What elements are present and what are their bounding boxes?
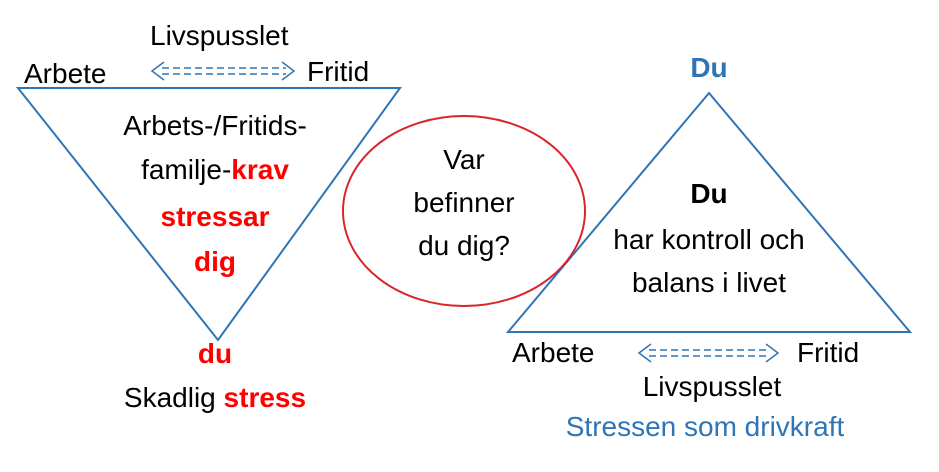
double-arrow-icon	[150, 61, 296, 81]
left-caption-prefix: Skadlig	[123, 382, 224, 413]
center-ellipse	[342, 115, 586, 307]
left-demands-line2-emph: krav	[231, 154, 289, 185]
left-apex-label: du	[197, 338, 233, 369]
left-demands-line2: familje-krav	[60, 156, 370, 184]
right-inner-title: Du	[690, 178, 728, 209]
center-question-line3: du dig?	[418, 230, 510, 261]
left-demands-line1: Arbets-/Fritids-	[123, 110, 307, 141]
right-leisure-label: Fritid	[797, 337, 860, 368]
upright-triangle	[505, 91, 913, 333]
left-demands-line4: dig	[194, 246, 236, 277]
right-inner-line2: balans i livet	[631, 267, 787, 298]
left-top-label: Livspusslet	[150, 20, 289, 51]
left-caption-emph: stress	[223, 382, 307, 413]
inverted-triangle	[15, 87, 402, 342]
right-work-label: Arbete	[512, 337, 595, 368]
right-apex-label: Du	[690, 52, 728, 83]
left-leisure-label: Fritid	[307, 56, 370, 87]
center-question-line1: Var	[443, 144, 485, 175]
double-arrow-icon	[637, 343, 780, 363]
right-caption: Stressen som drivkraft	[565, 411, 845, 442]
right-inner-line1: har kontroll och	[613, 224, 805, 255]
left-caption: Skadlig stress	[60, 384, 370, 412]
right-bottom-label: Livspusslet	[642, 371, 782, 402]
center-question-line2: befinner	[413, 187, 515, 218]
left-work-label: Arbete	[24, 58, 107, 89]
left-demands-line3: stressar	[160, 201, 270, 232]
left-demands-line2-prefix: familje-	[141, 154, 232, 185]
